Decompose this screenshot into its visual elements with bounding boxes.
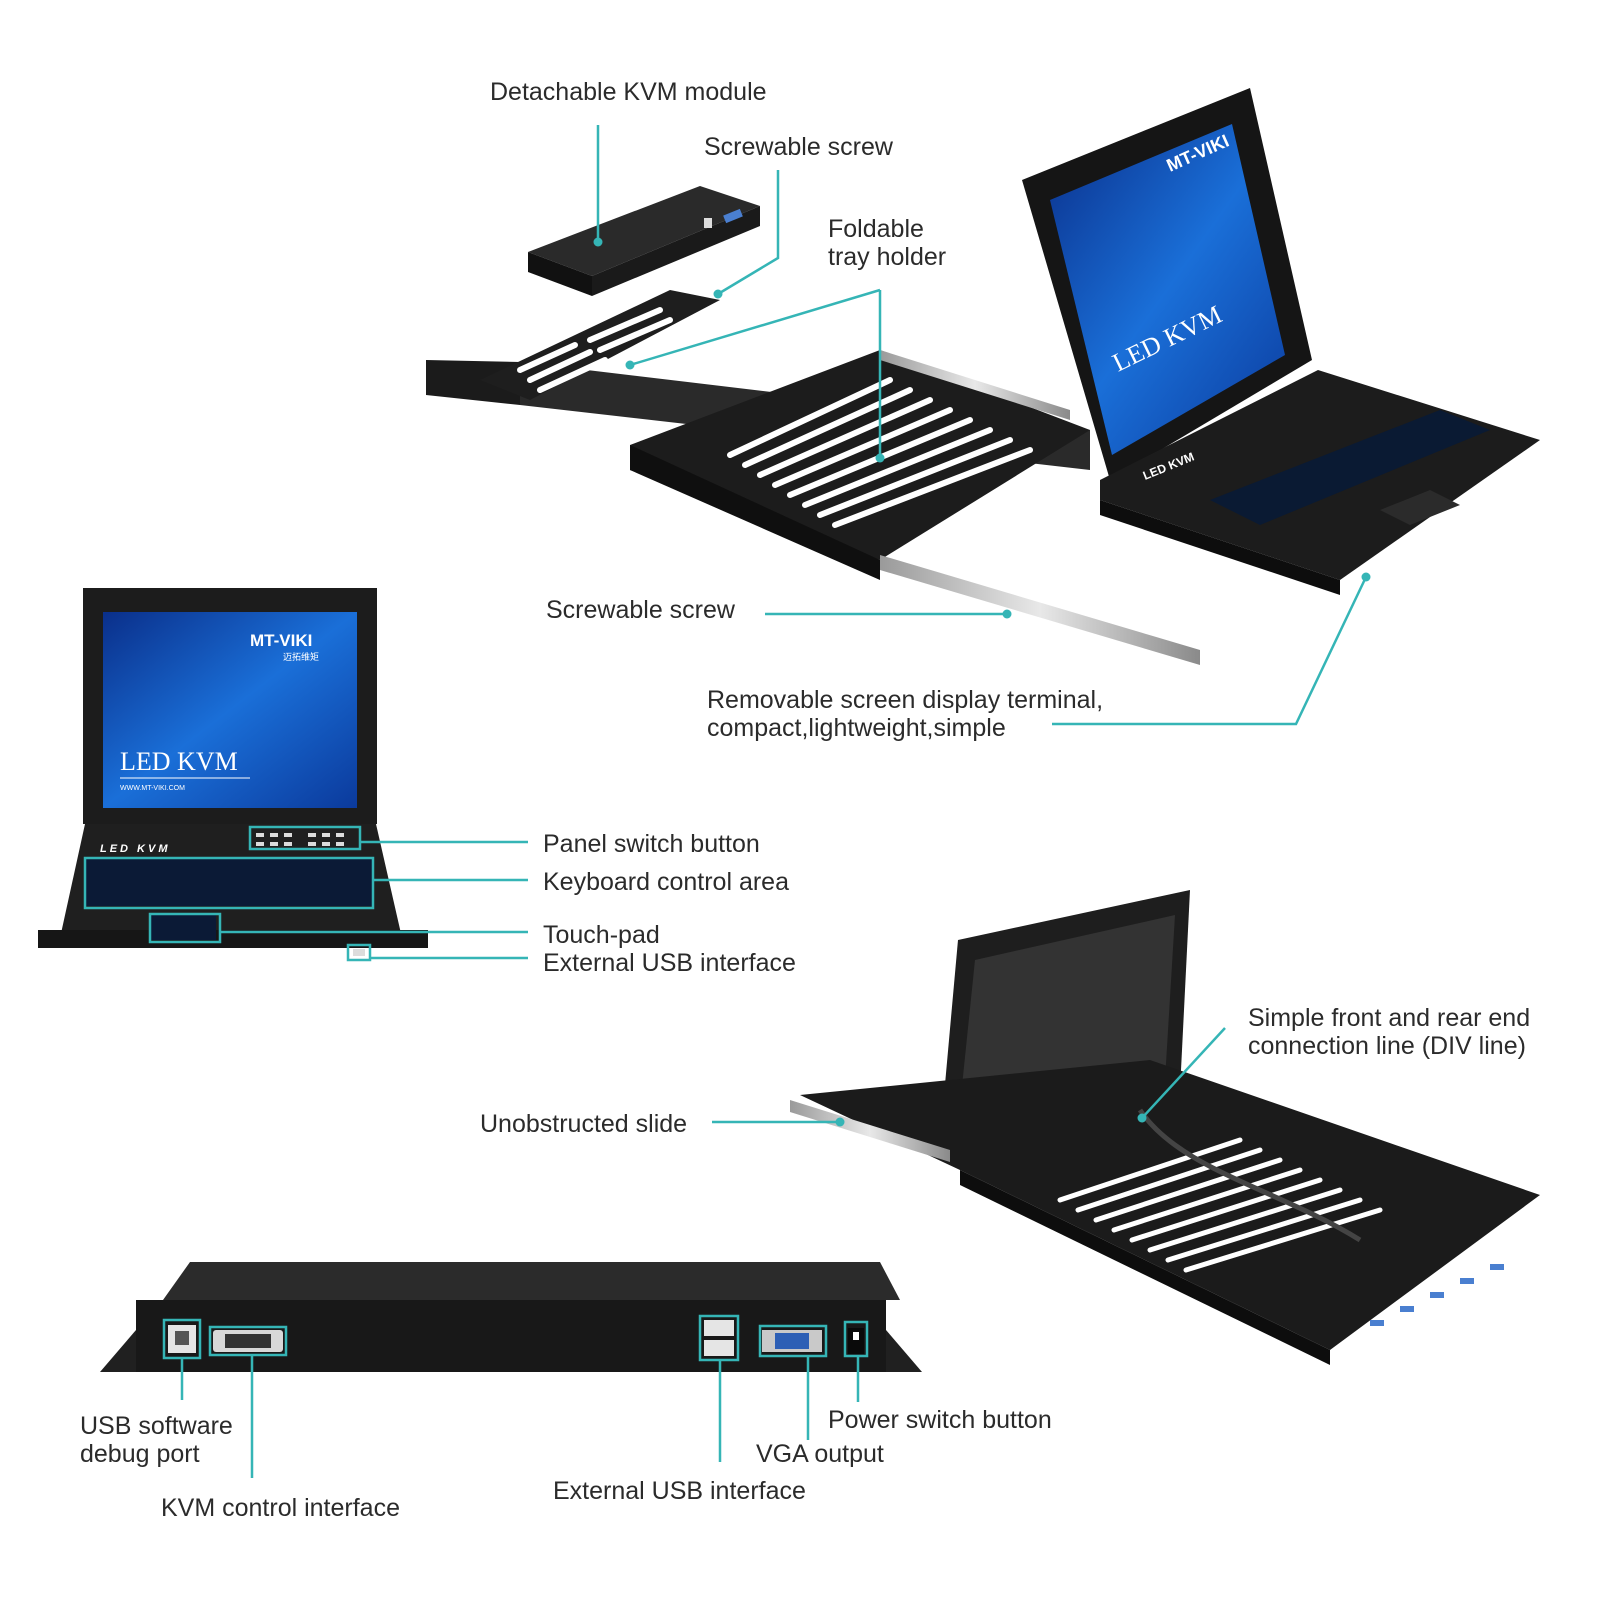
leader-removable-screen bbox=[1052, 576, 1368, 726]
front-view-kvm: MT-VIKI 迈拓维矩 LED KVM WWW.MT-VIKI.COM LED… bbox=[38, 588, 428, 956]
leader-dots bbox=[593, 237, 1371, 1127]
label-external-usb-front: External USB interface bbox=[543, 949, 796, 977]
label-simple-connection-2: connection line (DIV line) bbox=[1248, 1032, 1526, 1060]
screen-brand-front: MT-VIKI bbox=[250, 631, 312, 650]
label-removable-screen-1: Removable screen display terminal, bbox=[707, 686, 1104, 714]
box-vga bbox=[758, 1324, 828, 1358]
box-touchpad bbox=[148, 912, 222, 944]
label-foldable-tray-holder-1: Foldable bbox=[828, 215, 924, 243]
detachable-kvm-module bbox=[528, 186, 760, 296]
rack-tray-exploded bbox=[426, 290, 1200, 665]
label-power-switch-button: Power switch button bbox=[828, 1406, 1052, 1434]
label-foldable-tray-holder-2: tray holder bbox=[828, 243, 947, 271]
label-screwable-screw-mid: Screwable screw bbox=[546, 596, 735, 624]
removable-screen-terminal: MT-VIKI LED KVM LED KVM bbox=[1022, 88, 1540, 595]
label-external-usb-rear: External USB interface bbox=[553, 1477, 806, 1505]
label-panel-switch-button: Panel switch button bbox=[543, 830, 760, 858]
rear-view-tray bbox=[790, 890, 1540, 1365]
screen-url-front: WWW.MT-VIKI.COM bbox=[120, 785, 185, 792]
label-simple-connection-1: Simple front and rear end bbox=[1248, 1004, 1531, 1032]
screen-title-front: LED KVM bbox=[120, 747, 238, 776]
box-kvm-control bbox=[208, 1325, 288, 1357]
leader-foldable-tray-1 bbox=[629, 288, 881, 367]
box-power bbox=[843, 1320, 869, 1358]
label-detachable-kvm-module: Detachable KVM module bbox=[490, 78, 767, 106]
label-unobstructed-slide: Unobstructed slide bbox=[480, 1110, 688, 1138]
label-vga-output: VGA output bbox=[756, 1440, 884, 1468]
label-keyboard-control-area: Keyboard control area bbox=[543, 868, 789, 896]
leader-screwable-screw-top bbox=[717, 170, 780, 296]
leader-simple-connection bbox=[1141, 1027, 1226, 1119]
bezel-title-front: LED KVM bbox=[100, 843, 171, 855]
box-keyboard bbox=[83, 856, 375, 910]
box-usb-front bbox=[346, 943, 372, 962]
screen-brand-sub-front: 迈拓维矩 bbox=[283, 651, 319, 663]
label-screwable-screw-top: Screwable screw bbox=[704, 133, 893, 161]
label-usb-software-debug-1: USB software bbox=[80, 1412, 233, 1440]
label-kvm-control-interface: KVM control interface bbox=[161, 1494, 400, 1522]
label-touch-pad: Touch-pad bbox=[543, 921, 660, 949]
box-panel-switch bbox=[248, 825, 362, 851]
label-removable-screen-2: compact,lightweight,simple bbox=[707, 714, 1006, 742]
label-usb-software-debug-2: debug port bbox=[80, 1440, 200, 1468]
